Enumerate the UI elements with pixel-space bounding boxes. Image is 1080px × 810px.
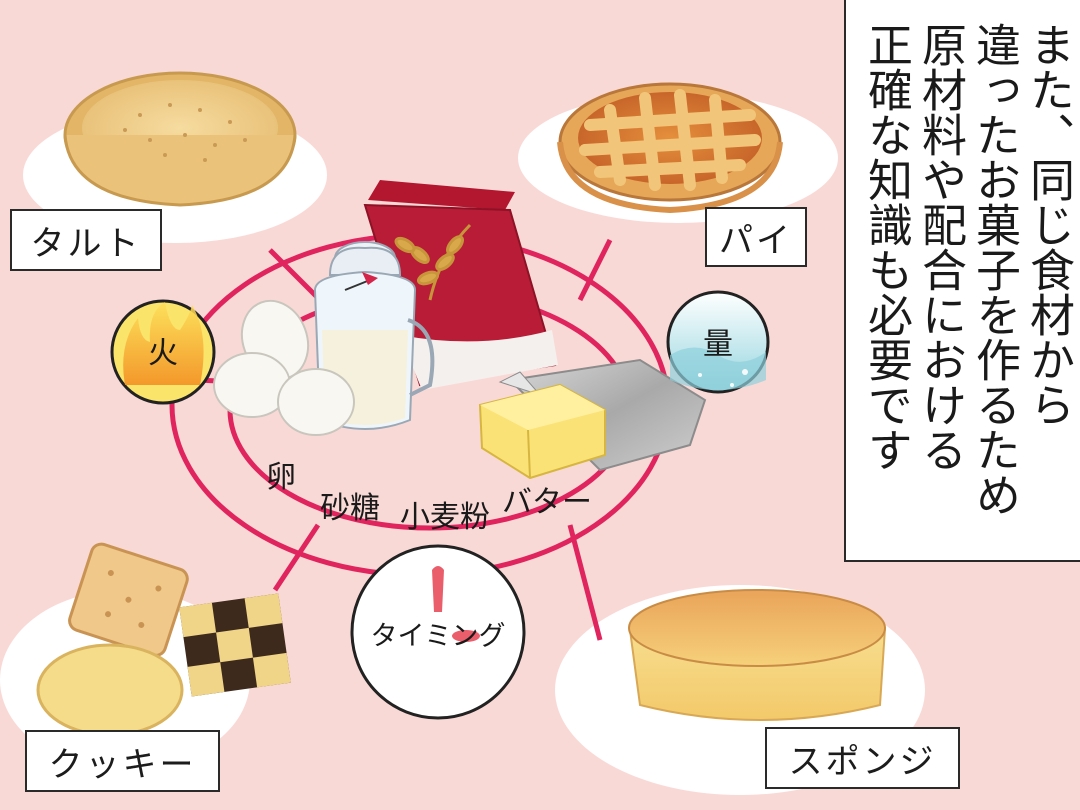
timing-factor: タイミング: [350, 544, 526, 720]
tart-label: タルト: [10, 209, 162, 271]
amount-factor: 量: [666, 290, 770, 394]
butter-label: バター: [502, 485, 592, 520]
pie-label: パイ: [705, 207, 807, 267]
cookie-label: クッキー: [25, 730, 220, 792]
flour-label: 小麦粉: [400, 500, 490, 535]
tart-image: [63, 71, 297, 207]
clock-hand-icon: [432, 566, 444, 612]
caption-line-3: 原材料や配合における: [914, 22, 967, 472]
caption-line-2: 違ったお菓子を作るため: [968, 22, 1021, 517]
eggs-image: [213, 299, 355, 436]
sponge-label: スポンジ: [765, 727, 960, 789]
cookie-image: [36, 542, 291, 737]
sponge-image: [628, 589, 887, 721]
sugar-label: 砂糖: [320, 491, 380, 526]
caption-line-1: また、同じ食材から: [1022, 22, 1075, 427]
fire-label: 火: [148, 336, 178, 371]
flame-icon: [123, 302, 204, 385]
timing-label: タイミング: [371, 621, 506, 652]
butter-image: [478, 358, 707, 480]
egg-label: 卵: [266, 460, 296, 495]
amount-label: 量: [703, 327, 733, 362]
water-icon: [670, 347, 766, 390]
caption-line-4: 正確な知識も必要です: [860, 22, 913, 472]
caption-box: また、同じ食材から 違ったお菓子を作るため 原材料や配合における 正確な知識も必…: [844, 0, 1080, 562]
pie-image: [557, 82, 783, 214]
fire-factor: 火: [110, 299, 216, 405]
